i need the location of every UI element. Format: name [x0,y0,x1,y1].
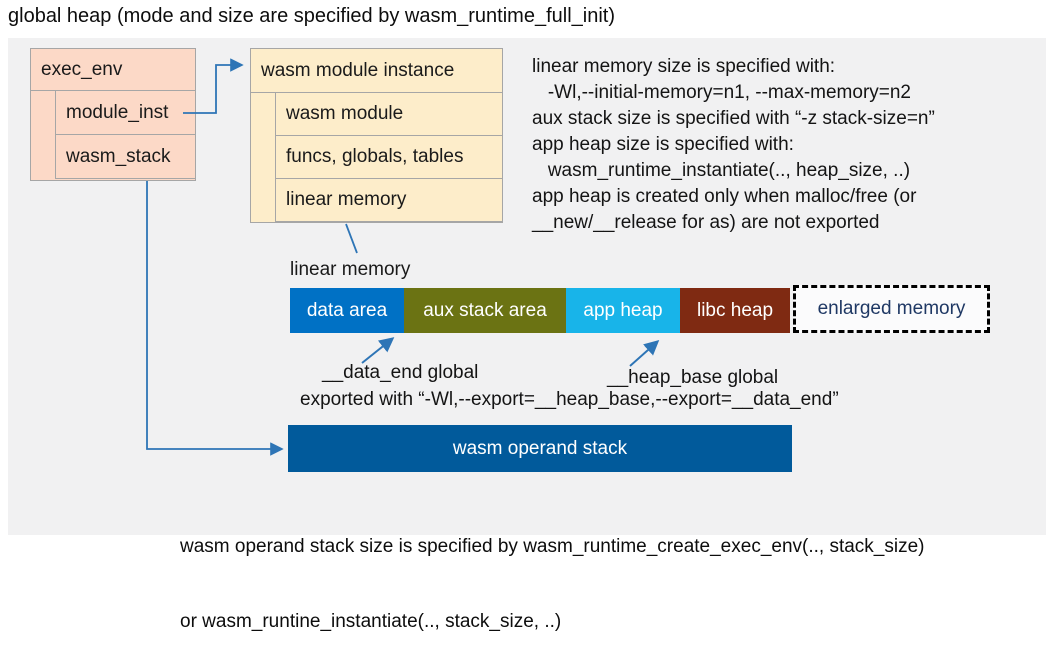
note-line: app heap is created only when malloc/fre… [532,186,917,207]
linear-memory-label: linear memory [290,259,411,280]
exec-env-row-wasm-stack: wasm_stack [55,134,195,179]
heap-base-global-label: __heap_base global [607,367,779,388]
note-line: wasm_runtime_instantiate(.., heap_size, … [532,160,911,181]
note-line: linear memory size is specified with: [532,56,836,77]
segment-libc-heap: libc heap [680,288,790,333]
memory-size-notes: linear memory size is specified with: -W… [532,54,1037,236]
note-line: app heap size is specified with: [532,134,794,155]
note-line: __new/__release for as) are not exported [532,212,880,233]
note-line: -Wl,--initial-memory=n1, --max-memory=n2 [532,82,911,103]
module-instance-row-linear-memory: linear memory [275,178,502,222]
module-instance-row-wasm-module: wasm module [275,92,502,136]
module-instance-rows: wasm module funcs, globals, tables linea… [251,92,502,222]
segment-app-heap: app heap [566,288,680,333]
segment-data-area: data area [290,288,404,333]
page-title: global heap (mode and size are specified… [8,5,615,27]
operand-stack-notes: wasm operand stack size is specified by … [180,484,925,659]
operand-stack-note-line-2: or wasm_runtine_instantiate(.., stack_si… [180,611,562,632]
exported-with-label: exported with “-Wl,--export=__heap_base,… [300,389,839,410]
module-instance-header: wasm module instance [251,49,502,93]
segment-enlarged-memory: enlarged memory [793,285,990,333]
module-instance-box: wasm module instance wasm module funcs, … [250,48,503,223]
wasm-operand-stack-box: wasm operand stack [288,425,792,472]
data-end-global-label: __data_end global [322,362,479,383]
note-line: aux stack size is specified with “-z sta… [532,108,935,129]
diagram-page: { "title": "global heap (mode and size a… [8,5,1046,632]
exec-env-box: exec_env module_inst wasm_stack [30,48,196,181]
segment-aux-stack-area: aux stack area [404,288,566,333]
module-instance-row-funcs-globals-tables: funcs, globals, tables [275,135,502,179]
exec-env-row-module-inst: module_inst [55,90,195,135]
exec-env-rows: module_inst wasm_stack [31,90,195,179]
exec-env-header: exec_env [31,49,195,91]
